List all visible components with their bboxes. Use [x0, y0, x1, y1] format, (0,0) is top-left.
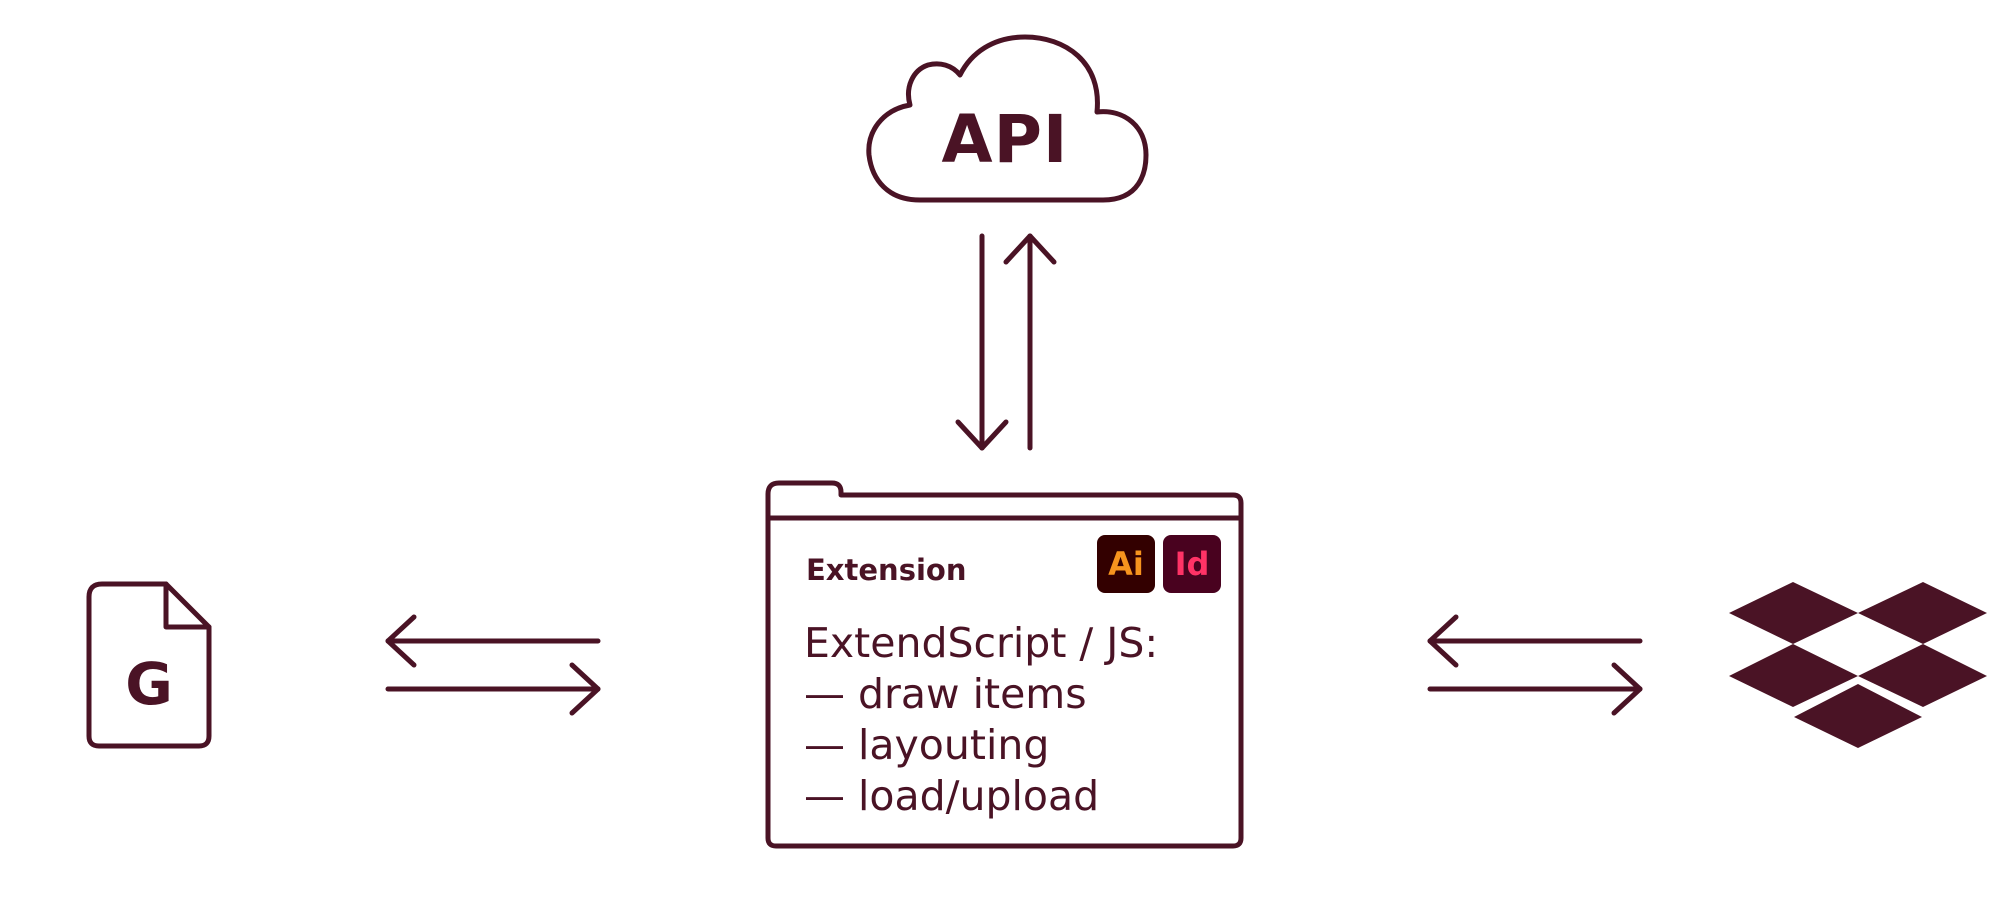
arrow-left-icon: [1427, 614, 1643, 668]
indesign-badge-icon: Id: [1163, 535, 1221, 593]
dropbox-diamond: [1729, 644, 1858, 707]
extension-title: Extension: [806, 553, 966, 587]
illustrator-badge-icon: Ai: [1097, 535, 1155, 593]
api-label: API: [941, 101, 1068, 178]
google-doc-letter: G: [125, 650, 173, 718]
page-fold-icon: [163, 581, 212, 630]
right-arrows: [1427, 614, 1643, 716]
dropbox-diamond: [1858, 582, 1987, 644]
extension-line-3: — layouting: [804, 721, 1049, 769]
dropbox-icon: [1729, 582, 1987, 748]
google-doc: G: [86, 581, 212, 749]
folder-window-frame: [765, 480, 1244, 849]
illustrator-badge-label: Ai: [1108, 545, 1144, 583]
extension-line-4: — load/upload: [804, 772, 1099, 820]
extension-line-2: — draw items: [804, 670, 1087, 718]
arrow-right-icon: [385, 662, 601, 716]
indesign-badge-bg: [1163, 535, 1221, 593]
left-arrows: [385, 614, 601, 716]
dropbox-diamond: [1858, 644, 1987, 707]
vertical-arrows: [955, 233, 1057, 451]
extension-line-1: ExtendScript / JS:: [804, 619, 1158, 667]
illustrator-badge-bg: [1097, 535, 1155, 593]
arrow-right-icon: [1427, 662, 1643, 716]
extension-window: Extension Ai Id ExtendScript / JS: — dra…: [765, 480, 1244, 849]
api-cloud: API: [866, 34, 1149, 203]
indesign-badge-label: Id: [1175, 545, 1210, 583]
google-doc-icon: [86, 581, 212, 749]
cloud-icon: [866, 34, 1149, 203]
arrow-up-icon: [1003, 233, 1057, 451]
dropbox-diamond: [1794, 684, 1922, 748]
arrow-left-icon: [385, 614, 601, 668]
dropbox-diamond: [1729, 582, 1858, 644]
arrow-down-icon: [955, 233, 1009, 451]
